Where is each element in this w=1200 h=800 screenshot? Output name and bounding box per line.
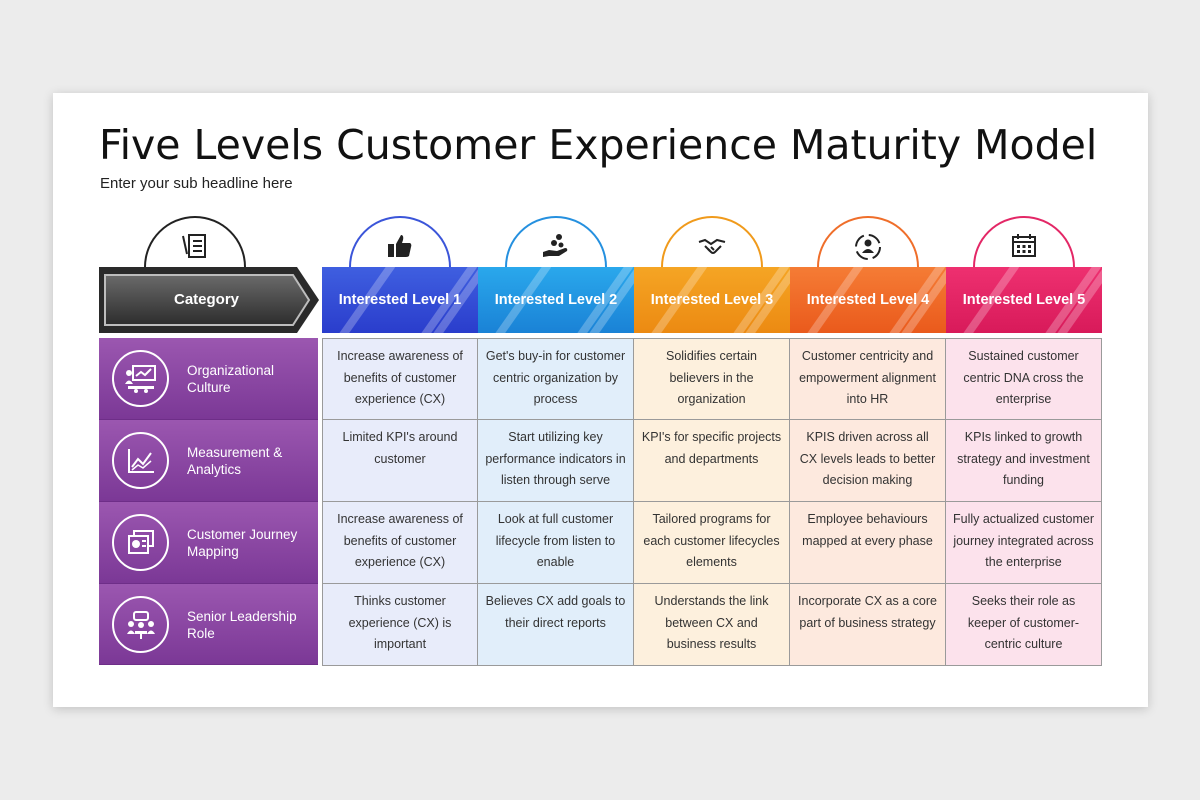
level4-arch (817, 216, 919, 268)
level-header-5: Interested Level 5 (946, 267, 1102, 333)
table-cell: KPIs linked to growth strategy and inves… (946, 420, 1102, 502)
documents-icon (127, 529, 154, 554)
sub-headline: Enter your sub headline here (100, 175, 293, 192)
category-label: Measurement & Analytics (187, 445, 283, 477)
category-label: Senior Leadership Role (187, 609, 297, 641)
table-cell: Customer centricity and empowerment alig… (790, 338, 946, 420)
category-header-label: Category (173, 291, 240, 308)
table-cell: Get's buy-in for customer centric organi… (478, 338, 634, 420)
table-cell: Limited KPI's around customer (322, 420, 478, 502)
level-header-label: Interested Level 4 (806, 292, 930, 308)
page-title: Five Levels Customer Experience Maturity… (99, 121, 1098, 169)
table-cell: Employee behaviours mapped at every phas… (790, 502, 946, 584)
category-icon-circle (112, 350, 169, 407)
category-icon-circle (112, 432, 169, 489)
level3-arch (661, 216, 763, 268)
category-header: Category (99, 267, 319, 333)
category-icon-circle (112, 596, 169, 653)
table-cell: Solidifies certain believers in the orga… (634, 338, 790, 420)
table-cell: Incorporate CX as a core part of busines… (790, 584, 946, 666)
category-arrow-shape (99, 267, 319, 333)
category-icon-circle (112, 514, 169, 571)
table-cell: KPI's for specific projects and departme… (634, 420, 790, 502)
table-cell: Seeks their role as keeper of customer- … (946, 584, 1102, 666)
category-label: Organizational Culture (187, 363, 275, 395)
level-header-label: Interested Level 1 (338, 292, 462, 308)
category-row: Senior Leadership Role (99, 584, 318, 665)
level-header-2: Interested Level 2 (478, 267, 634, 333)
level-header-1: Interested Level 1 (322, 267, 478, 333)
meeting-icon (126, 610, 155, 639)
category-row: Measurement & Analytics (99, 420, 318, 502)
handshake-icon (698, 238, 726, 254)
level-header-label: Interested Level 3 (650, 292, 774, 308)
table-cell: Tailored programs for each customer life… (634, 502, 790, 584)
slide: Five Levels Customer Experience Maturity… (53, 93, 1148, 707)
table-cell: Increase awareness of benefits of custom… (322, 502, 478, 584)
level1-arch (349, 216, 451, 268)
table-cell: Understands the link between CX and busi… (634, 584, 790, 666)
thumbs-up-icon (388, 235, 412, 257)
level-header-4: Interested Level 4 (790, 267, 946, 333)
table-cell: Increase awareness of benefits of custom… (322, 338, 478, 420)
table-cell: Look at full customer lifecycle from lis… (478, 502, 634, 584)
category-row: Customer Journey Mapping (99, 502, 318, 584)
hand-money-icon (543, 234, 568, 257)
level-header-3: Interested Level 3 (634, 267, 790, 333)
category-label: Customer Journey Mapping (187, 527, 298, 559)
table-cell: Fully actualized customer journey integr… (946, 502, 1102, 584)
table-cell: KPIS driven across all CX levels leads t… (790, 420, 946, 502)
table-cell: Believes CX add goals to their direct re… (478, 584, 634, 666)
level2-arch (505, 216, 607, 268)
table-cell: Start utilizing key performance indicato… (478, 420, 634, 502)
presentation-icon (124, 364, 156, 393)
level-header-label: Interested Level 2 (494, 292, 618, 308)
people-cycle-icon (855, 234, 881, 260)
level5-arch (973, 216, 1075, 268)
level-header-label: Interested Level 5 (962, 292, 1086, 308)
checklist-icon (182, 234, 206, 258)
chart-icon (127, 448, 154, 473)
category-row: Organizational Culture (99, 338, 318, 420)
table-cell: Sustained customer centric DNA cross the… (946, 338, 1102, 420)
category-arch (144, 216, 246, 268)
calendar-icon (1012, 234, 1036, 257)
table-cell: Thinks customer experience (CX) is impor… (322, 584, 478, 666)
